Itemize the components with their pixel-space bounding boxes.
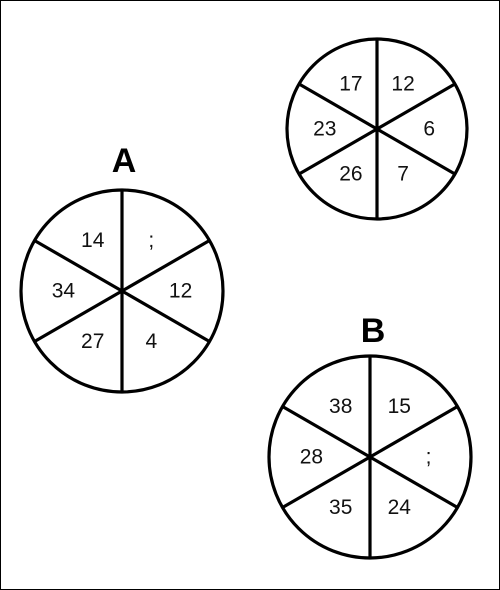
wheel-example-segment-3: 7 [397, 163, 409, 186]
wheel-example-segment-5: 23 [313, 118, 336, 141]
wheel-b-segment-6: 38 [329, 395, 352, 418]
wheel-example: 12 6 7 26 23 17 [285, 37, 469, 221]
wheel-a-segment-4: 27 [81, 330, 104, 353]
wheel-b-segment-3: 24 [388, 496, 412, 519]
wheel-b-segment-5: 28 [300, 446, 323, 469]
wheel-a-segment-3: 4 [145, 330, 157, 353]
wheel-example-spoke [298, 127, 378, 176]
wheel-b-segment-4: 35 [329, 496, 352, 519]
wheel-example-segment-1: 12 [391, 72, 414, 95]
wheel-a-spoke [33, 289, 123, 343]
wheel-b: 15 ; 24 35 28 38 [267, 354, 473, 560]
wheel-example-spoke [376, 82, 456, 131]
wheel-example-spoke [376, 127, 456, 176]
wheel-a-spoke [121, 289, 211, 343]
wheel-a-segment-5: 34 [52, 280, 76, 303]
wheel-example-spoke [298, 82, 378, 131]
wheel-b-label: B [361, 312, 386, 350]
wheel-b-spoke [281, 455, 371, 509]
wheel-example-segment-2: 6 [423, 118, 435, 141]
wheel-b-spoke [281, 405, 371, 459]
wheel-example-segment-4: 26 [339, 163, 362, 186]
wheel-example-segment-6: 17 [339, 72, 362, 95]
wheel-b-spoke [369, 405, 459, 459]
wheel-a-spoke [33, 239, 123, 293]
wheel-a-segment-1: ; [148, 229, 154, 252]
wheel-b-segment-1: 15 [388, 395, 411, 418]
wheel-a-label: A [112, 142, 137, 180]
wheel-a-segment-2: 12 [169, 280, 192, 303]
wheel-a: ; 12 4 27 34 14 [19, 188, 225, 394]
wheel-b-segment-2: ; [426, 446, 432, 469]
wheel-example-spokes [298, 39, 456, 219]
wheel-b-spoke [369, 455, 459, 509]
wheel-a-spokes [33, 190, 211, 392]
wheel-a-segment-6: 14 [81, 229, 105, 252]
wheel-a-spoke [121, 239, 211, 293]
wheel-b-spokes [281, 356, 459, 558]
